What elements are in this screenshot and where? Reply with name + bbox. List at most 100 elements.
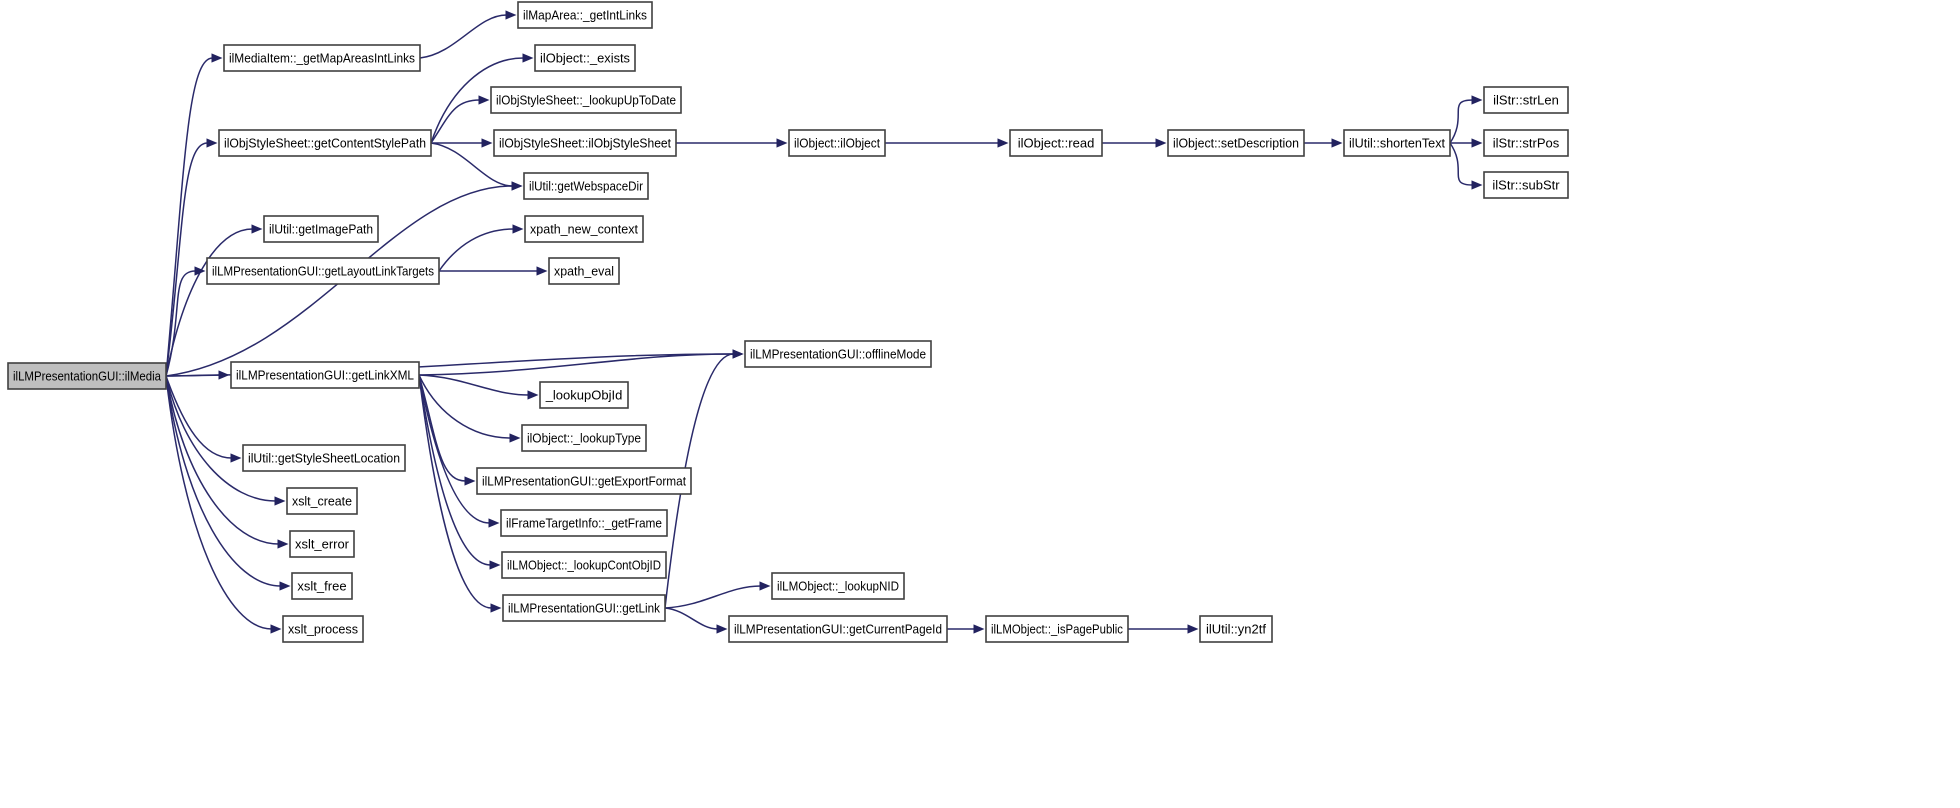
graph-node-getImagePath[interactable]: ilUtil::getImagePath xyxy=(263,215,379,243)
node-box[interactable] xyxy=(985,615,1129,643)
node-box[interactable] xyxy=(548,257,620,285)
graph-node-getCurrentPageId[interactable]: ilLMPresentationGUI::getCurrentPageId xyxy=(728,615,948,643)
graph-node-subStr[interactable]: ilStr::subStr xyxy=(1483,171,1569,199)
graph-node-yn2tf[interactable]: ilUtil::yn2tf xyxy=(1199,615,1273,643)
edge-ilMedia-to-xslt_create xyxy=(165,375,276,502)
node-box[interactable] xyxy=(534,44,636,72)
edge-arrowhead xyxy=(488,518,500,528)
node-box[interactable] xyxy=(286,487,358,515)
edge-ilMedia-to-getMapAreasIntLinks xyxy=(165,57,213,377)
graph-node-xslt_process[interactable]: xslt_process xyxy=(282,615,364,643)
edge-getLinkXML-to-lookupContObjID xyxy=(418,374,491,566)
node-box[interactable] xyxy=(517,1,653,29)
edge-arrowhead xyxy=(997,138,1009,148)
graph-node-getMapAreasIntLinks[interactable]: ilMediaItem::_getMapAreasIntLinks xyxy=(223,44,421,72)
graph-node-ilObjectCtor[interactable]: ilObject::ilObject xyxy=(788,129,886,157)
graph-node-lookupObjId[interactable]: _lookupObjId xyxy=(539,381,629,409)
edge-arrowhead xyxy=(512,224,524,234)
graph-node-lookupContObjID[interactable]: ilLMObject::_lookupContObjID xyxy=(501,551,667,579)
edge-getMapAreasIntLinks-to-getIntLinks xyxy=(419,14,507,59)
graph-node-lookupUpToDate[interactable]: ilObjStyleSheet::_lookupUpToDate xyxy=(490,86,682,114)
graph-node-getExportFormat[interactable]: ilLMPresentationGUI::getExportFormat xyxy=(476,467,692,495)
edge-arrowhead xyxy=(206,138,218,148)
node-box[interactable] xyxy=(539,381,629,409)
graph-node-xslt_create[interactable]: xslt_create xyxy=(286,487,358,515)
node-box[interactable] xyxy=(502,594,666,622)
node-box[interactable] xyxy=(230,361,420,389)
graph-node-xslt_free[interactable]: xslt_free xyxy=(291,572,353,600)
node-box[interactable] xyxy=(1483,86,1569,114)
edge-arrowhead xyxy=(511,181,523,191)
edge-arrowhead xyxy=(230,453,242,463)
node-box[interactable] xyxy=(218,129,432,157)
node-box[interactable] xyxy=(744,340,932,368)
node-box[interactable] xyxy=(289,530,355,558)
graph-node-lookupNID[interactable]: ilLMObject::_lookupNID xyxy=(771,572,905,600)
node-box[interactable] xyxy=(291,572,353,600)
edge-ilMedia-to-xslt_free xyxy=(165,375,281,587)
graph-node-getWebspaceDir[interactable]: ilUtil::getWebspaceDir xyxy=(523,172,649,200)
node-box[interactable] xyxy=(490,86,682,114)
node-box[interactable] xyxy=(1483,171,1569,199)
edge-arrowhead xyxy=(1331,138,1343,148)
node-box[interactable] xyxy=(728,615,948,643)
graph-node-getContentStylePath[interactable]: ilObjStyleSheet::getContentStylePath xyxy=(218,129,432,157)
node-box[interactable] xyxy=(476,467,692,495)
edge-arrowhead xyxy=(481,138,493,148)
node-box[interactable] xyxy=(523,172,649,200)
graph-node-getFrame[interactable]: ilFrameTargetInfo::_getFrame xyxy=(500,509,668,537)
node-box[interactable] xyxy=(501,551,667,579)
graph-node-getLinkXML[interactable]: ilLMPresentationGUI::getLinkXML xyxy=(230,361,420,389)
graph-node-getIntLinks[interactable]: ilMapArea::_getIntLinks xyxy=(517,1,653,29)
graph-node-strLen[interactable]: ilStr::strLen xyxy=(1483,86,1569,114)
graph-node-xslt_error[interactable]: xslt_error xyxy=(289,530,355,558)
edge-layer xyxy=(165,10,1483,634)
graph-node-lookupType[interactable]: ilObject::_lookupType xyxy=(521,424,647,452)
graph-node-getLayoutLinkTargets[interactable]: ilLMPresentationGUI::getLayoutLinkTarget… xyxy=(206,257,440,285)
edge-shortenText-to-strLen xyxy=(1449,99,1473,144)
node-box[interactable] xyxy=(263,215,379,243)
graph-node-setDescription[interactable]: ilObject::setDescription xyxy=(1167,129,1305,157)
node-box[interactable] xyxy=(500,509,668,537)
graph-node-shortenText[interactable]: ilUtil::shortenText xyxy=(1343,129,1451,157)
node-box[interactable] xyxy=(771,572,905,600)
edge-ilMedia-to-xslt_error xyxy=(165,375,279,545)
edge-ilMedia-to-getLinkXML xyxy=(165,374,220,377)
graph-node-isPagePublic[interactable]: ilLMObject::_isPagePublic xyxy=(985,615,1129,643)
node-box[interactable] xyxy=(493,129,677,157)
node-box[interactable] xyxy=(242,444,406,472)
edge-getContentStylePath-to-getWebspaceDir xyxy=(430,142,513,187)
node-box[interactable] xyxy=(524,215,644,243)
node-box[interactable] xyxy=(1009,129,1103,157)
edge-getLinkXML-to-getExportFormat xyxy=(418,374,466,482)
node-box[interactable] xyxy=(788,129,886,157)
graph-node-ilObjStyleSheetCtor[interactable]: ilObjStyleSheet::ilObjStyleSheet xyxy=(493,129,677,157)
graph-node-xpath_eval[interactable]: xpath_eval xyxy=(548,257,620,285)
edge-getLinkXML-to-getFrame xyxy=(418,374,490,524)
node-box[interactable] xyxy=(521,424,647,452)
node-box[interactable] xyxy=(1483,129,1569,157)
node-box[interactable] xyxy=(1343,129,1451,157)
node-box[interactable] xyxy=(7,362,167,390)
graph-node-getStyleSheetLocation[interactable]: ilUtil::getStyleSheetLocation xyxy=(242,444,406,472)
node-box[interactable] xyxy=(1167,129,1305,157)
graph-node-xpath_new_context[interactable]: xpath_new_context xyxy=(524,215,644,243)
graph-node-strPos[interactable]: ilStr::strPos xyxy=(1483,129,1569,157)
edge-arrowhead xyxy=(509,433,521,443)
node-box[interactable] xyxy=(206,257,440,285)
node-box[interactable] xyxy=(1199,615,1273,643)
graph-node-getLink[interactable]: ilLMPresentationGUI::getLink xyxy=(502,594,666,622)
edge-arrowhead xyxy=(211,53,223,63)
edge-arrowhead xyxy=(1187,624,1199,634)
graph-node-ilMedia[interactable]: ilLMPresentationGUI::ilMedia xyxy=(7,362,167,390)
edge-arrowhead xyxy=(1471,95,1483,105)
node-box[interactable] xyxy=(282,615,364,643)
graph-node-read[interactable]: ilObject::read xyxy=(1009,129,1103,157)
edge-arrowhead xyxy=(464,476,476,486)
node-box[interactable] xyxy=(223,44,421,72)
graph-node-offlineMode[interactable]: ilLMPresentationGUI::offlineMode xyxy=(744,340,932,368)
edge-ilMedia-to-xslt_process xyxy=(165,375,272,630)
edge-arrowhead xyxy=(270,624,282,634)
graph-node-exists[interactable]: ilObject::_exists xyxy=(534,44,636,72)
